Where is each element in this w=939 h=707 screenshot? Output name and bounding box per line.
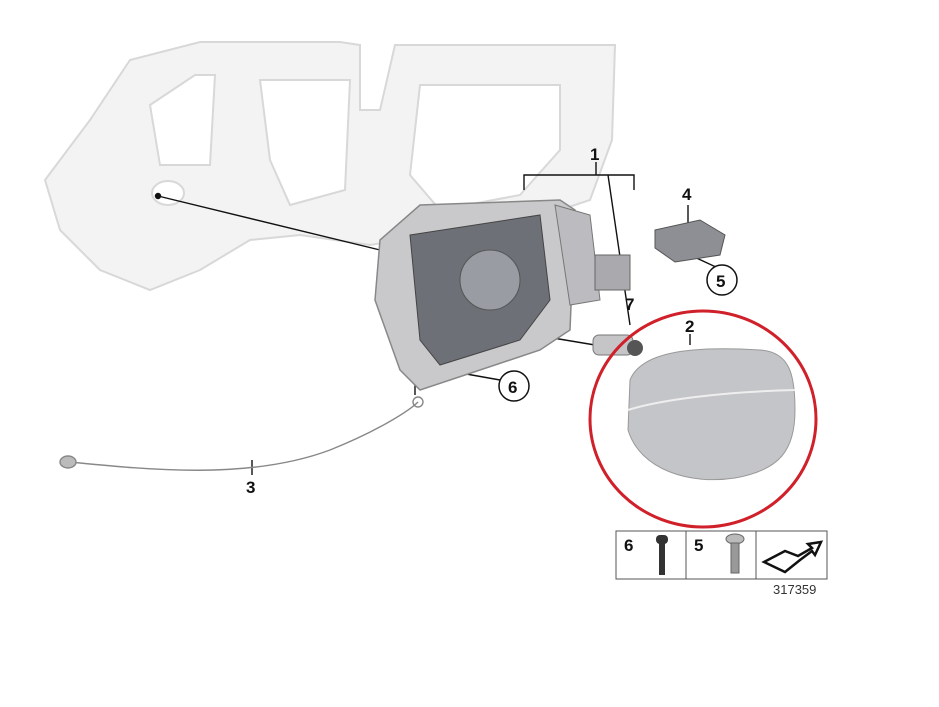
actuator	[654, 219, 726, 263]
callout-6: 6	[508, 378, 517, 397]
legend-number-6: 6	[624, 536, 633, 555]
rubber-buffer	[592, 334, 643, 356]
callout-circle-6	[498, 370, 530, 402]
highlight-circle	[588, 309, 818, 529]
callout-3: 3	[246, 478, 255, 497]
callout-circle-5	[706, 264, 738, 296]
legend-number-5: 5	[694, 536, 703, 555]
direction-arrow-icon	[761, 540, 824, 574]
screw-icon	[725, 533, 745, 574]
fuel-filler-housing	[374, 199, 631, 391]
body-side-panel	[43, 41, 617, 292]
callout-4: 4	[682, 185, 692, 204]
diagram-number: 317359	[773, 582, 816, 597]
callout-2: 2	[685, 317, 694, 336]
callout-1: 1	[590, 145, 599, 164]
callout-5: 5	[716, 272, 725, 291]
release-cable	[59, 396, 424, 471]
hardware-legend: 6 5 317359	[615, 530, 828, 597]
bolt-icon	[656, 535, 668, 575]
callout-7: 7	[625, 295, 634, 314]
fuel-filler-flap	[627, 348, 796, 481]
